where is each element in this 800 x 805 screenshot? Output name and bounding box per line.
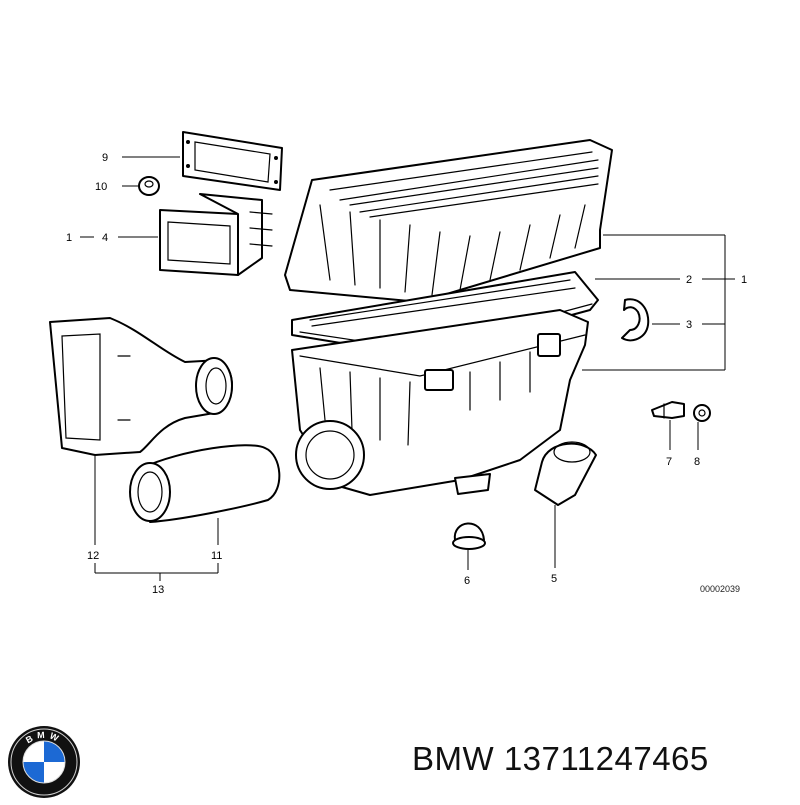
- callout-7: 7: [666, 456, 672, 468]
- callout-12: 12: [87, 550, 99, 562]
- callout-6: 6: [464, 575, 470, 587]
- leader-lines: [80, 156, 735, 581]
- part-3-clip: [621, 298, 650, 342]
- air-filter-housing-base: [291, 309, 589, 496]
- part-11-hose: [129, 444, 281, 523]
- callout-11: 11: [211, 550, 222, 562]
- bmw-roundel-icon: BMW: [6, 724, 82, 800]
- callout-3: 3: [686, 319, 692, 331]
- part-8-nut: [693, 404, 711, 422]
- part-7-screw: [651, 401, 685, 419]
- callout-4: 4: [102, 232, 108, 244]
- callout-13: 13: [152, 584, 164, 596]
- callout-9: 9: [102, 152, 108, 164]
- part-10-grommet: [138, 176, 160, 196]
- part-6-cap: [452, 522, 486, 550]
- callout-10: 10: [95, 181, 107, 193]
- part-caption: BMW 13711247465: [412, 740, 709, 777]
- reference-code: 00002039: [700, 584, 740, 594]
- callout-5: 5: [551, 573, 557, 585]
- part-4-intake-duct: [159, 193, 273, 276]
- part-5-sleeve: [534, 441, 597, 506]
- part-9-gasket: [182, 131, 283, 191]
- callout-labels: 9 10 1 4 2 1 3 7 8 12 11 13 6 5 00002039: [66, 152, 747, 596]
- callout-8: 8: [694, 456, 700, 468]
- callout-1-left: 1: [66, 232, 72, 244]
- part-12-intake-scoop: [49, 317, 233, 456]
- callout-1-right: 1: [741, 274, 747, 286]
- callout-2: 2: [686, 274, 692, 286]
- air-filter-housing-lid: [284, 139, 613, 303]
